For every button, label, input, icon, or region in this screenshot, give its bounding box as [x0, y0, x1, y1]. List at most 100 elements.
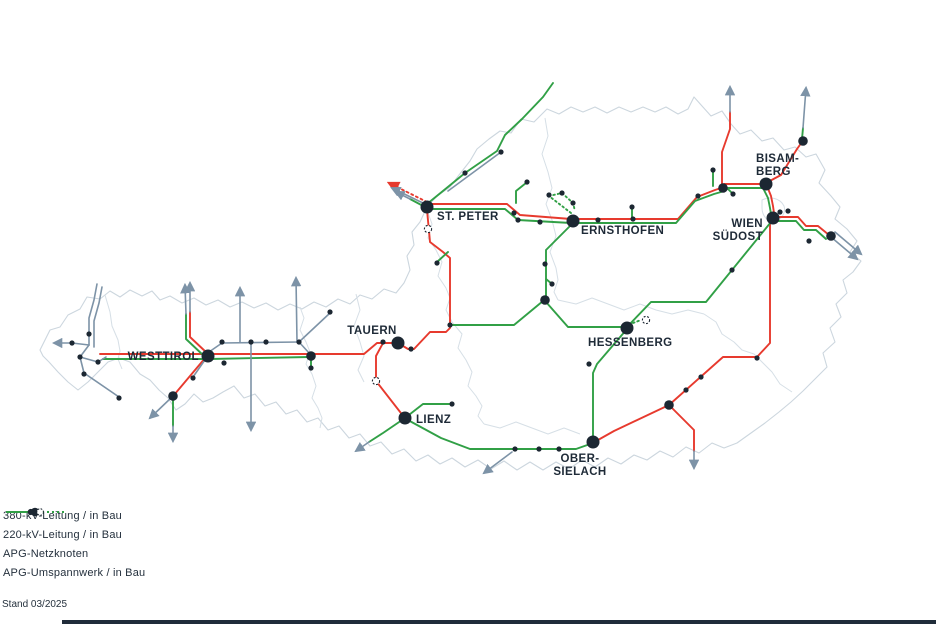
node-dot: [69, 340, 75, 346]
node-dot: [710, 167, 716, 173]
foreign-vorarlberg-5-line: [79, 356, 107, 363]
umspannwerk-sample-icon: [27, 508, 34, 516]
stpeter-ernsthofen-220-line: [426, 208, 572, 224]
node-dot: [511, 210, 517, 216]
node-major: [620, 321, 634, 335]
ernsthofen-south-220-line: [545, 223, 573, 299]
stpeter-south-stub-220-line: [436, 251, 449, 263]
westtirol-southwest-380-line: [173, 356, 207, 396]
node-dot: [546, 192, 552, 198]
node-dot: [95, 359, 101, 365]
legend-label-220kv: 220-kV-Leitung / in Bau: [3, 528, 122, 541]
wiensuedost-hessenberg-220-line: [626, 221, 772, 328]
map-label-lienz: LIENZ: [416, 414, 451, 426]
node-mid: [826, 231, 836, 241]
foreign-vorarlberg-4-line: [83, 372, 120, 398]
node-major: [586, 435, 600, 449]
wiensuedost-southeast-380-line: [777, 216, 830, 236]
power-lines-layer: [51, 82, 863, 475]
westtirol-tauern-380-line: [209, 342, 399, 355]
tauern-lienz-380-line: [375, 342, 405, 418]
node-dot: [785, 208, 791, 214]
node-inbau: [371, 376, 381, 386]
bisamberg-wiensuedost-380-line: [766, 185, 775, 214]
node-dot: [630, 216, 636, 222]
bisamberg-northeast-380-line: [765, 141, 803, 184]
stpeter-northwest-inbau-380-line: [386, 181, 428, 203]
ernsthofen-east-380-line: [574, 187, 722, 220]
node-dot: [754, 355, 760, 361]
state-border: [353, 293, 365, 383]
north-branch-380-line: [721, 111, 731, 187]
lienz-northeast-220-line: [404, 403, 450, 419]
node-mid: [168, 391, 178, 401]
node-dot: [806, 238, 812, 244]
node-dot: [515, 217, 521, 223]
junction-hessenberg-220-line: [545, 301, 625, 328]
node-dot: [248, 339, 254, 345]
node-dot: [296, 339, 302, 345]
node-dot: [447, 322, 453, 328]
node-dot: [729, 267, 735, 273]
node-dot: [449, 401, 455, 407]
bisamberg-wiensuedost-220-line: [762, 187, 772, 215]
node-dot: [116, 395, 122, 401]
map-label-obersielach: OBER-SIELACH: [553, 453, 606, 478]
node-dot: [327, 309, 333, 315]
node-dot: [408, 346, 414, 352]
node-mid: [718, 183, 728, 193]
state-borders: [104, 117, 793, 435]
node-dot: [512, 446, 518, 452]
ernsthofen-east-220-line: [574, 191, 722, 224]
legend-row-220kv: 220-kV-Leitung / in Bau: [3, 511, 145, 544]
node-major: [566, 214, 580, 228]
hessenberg-inbau-stub-220-line: [632, 319, 642, 324]
node-inbau: [423, 224, 433, 234]
node-mid: [664, 400, 674, 410]
state-border: [483, 421, 581, 435]
node-dot: [777, 209, 783, 215]
footer-bar: [62, 620, 936, 624]
state-border: [451, 321, 485, 425]
node-dot: [81, 371, 87, 377]
junction-south-380-line: [668, 404, 695, 452]
southeast-arrow-2-line: [834, 231, 863, 256]
node-mid: [540, 295, 550, 305]
node-dot: [190, 375, 196, 381]
westtirol-north-220-line: [185, 313, 205, 357]
wiensuedost-southeast-220-line: [775, 220, 827, 240]
node-dot: [595, 217, 601, 223]
node-major: [201, 349, 215, 363]
node-dot: [86, 331, 92, 337]
node-dot: [524, 179, 530, 185]
hessenberg-south-220-line: [592, 328, 628, 437]
legend-label-umspannwerk: APG-Umspannwerk / in Bau: [3, 566, 146, 579]
junction-obersielach-380-line: [597, 404, 670, 441]
node-dot: [263, 339, 269, 345]
stand-note: Stand 03/2025: [2, 599, 68, 610]
map-label-tauern: TAUERN: [347, 325, 396, 337]
node-major: [391, 336, 405, 350]
westtirol-east-220-line: [209, 356, 310, 360]
node-dot: [536, 446, 542, 452]
stpeter-northeast-220-line: [426, 82, 554, 205]
westtirol-north-380-line: [189, 311, 208, 354]
state-border: [703, 313, 793, 393]
node-dot: [308, 365, 314, 371]
node-mid: [798, 136, 808, 146]
map-label-westtirol: WESTTIROL: [128, 351, 199, 363]
node-dot: [695, 193, 701, 199]
network-nodes-layer: [69, 136, 836, 452]
node-dot: [559, 190, 565, 196]
foreign-inn-stub-line: [447, 151, 502, 192]
lienz-southwest-220-line: [368, 417, 406, 443]
legend-sample-umspannwerk: [27, 508, 44, 516]
node-inbau: [641, 315, 651, 325]
node-dot: [462, 170, 468, 176]
lienz-sw-arrow-line: [354, 441, 370, 453]
legend-label-netzknoten: APG-Netzknoten: [3, 547, 89, 560]
node-dot: [498, 149, 504, 155]
